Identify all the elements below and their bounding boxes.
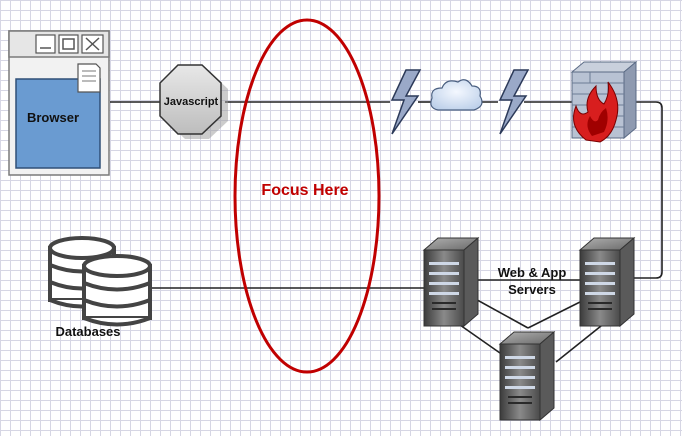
document-icon	[77, 63, 101, 93]
focus-label: Focus Here	[261, 182, 348, 199]
focus-ellipse	[233, 18, 381, 374]
firewall-icon	[570, 60, 638, 143]
lightning-bolt-icon	[498, 69, 530, 135]
server-icon	[499, 331, 555, 421]
focus-area: Focus Here	[233, 18, 381, 374]
window-minimize-icon	[35, 34, 56, 54]
line-vee-right	[527, 297, 589, 329]
servers-label-line2: Servers	[508, 282, 556, 297]
database-icon	[48, 236, 152, 327]
line-firewall-server	[632, 101, 663, 279]
databases-label: Databases	[55, 324, 120, 339]
javascript-label: Javascript	[164, 96, 219, 108]
browser-label: Browser	[27, 110, 79, 125]
window-close-icon	[81, 34, 104, 54]
javascript-node: Javascript	[159, 64, 228, 139]
line-vee-left	[469, 295, 529, 329]
cloud-icon	[430, 79, 483, 111]
servers-label-line1: Web & App	[498, 265, 567, 280]
window-maximize-icon	[58, 34, 79, 54]
lightning-bolt-icon	[390, 69, 422, 135]
server-icon	[579, 237, 635, 327]
fire-icon	[573, 81, 619, 143]
browser-window-icon: Browser	[8, 30, 110, 176]
connections	[110, 101, 663, 363]
line-server-right-bottom	[555, 321, 607, 363]
server-icon	[423, 237, 479, 327]
